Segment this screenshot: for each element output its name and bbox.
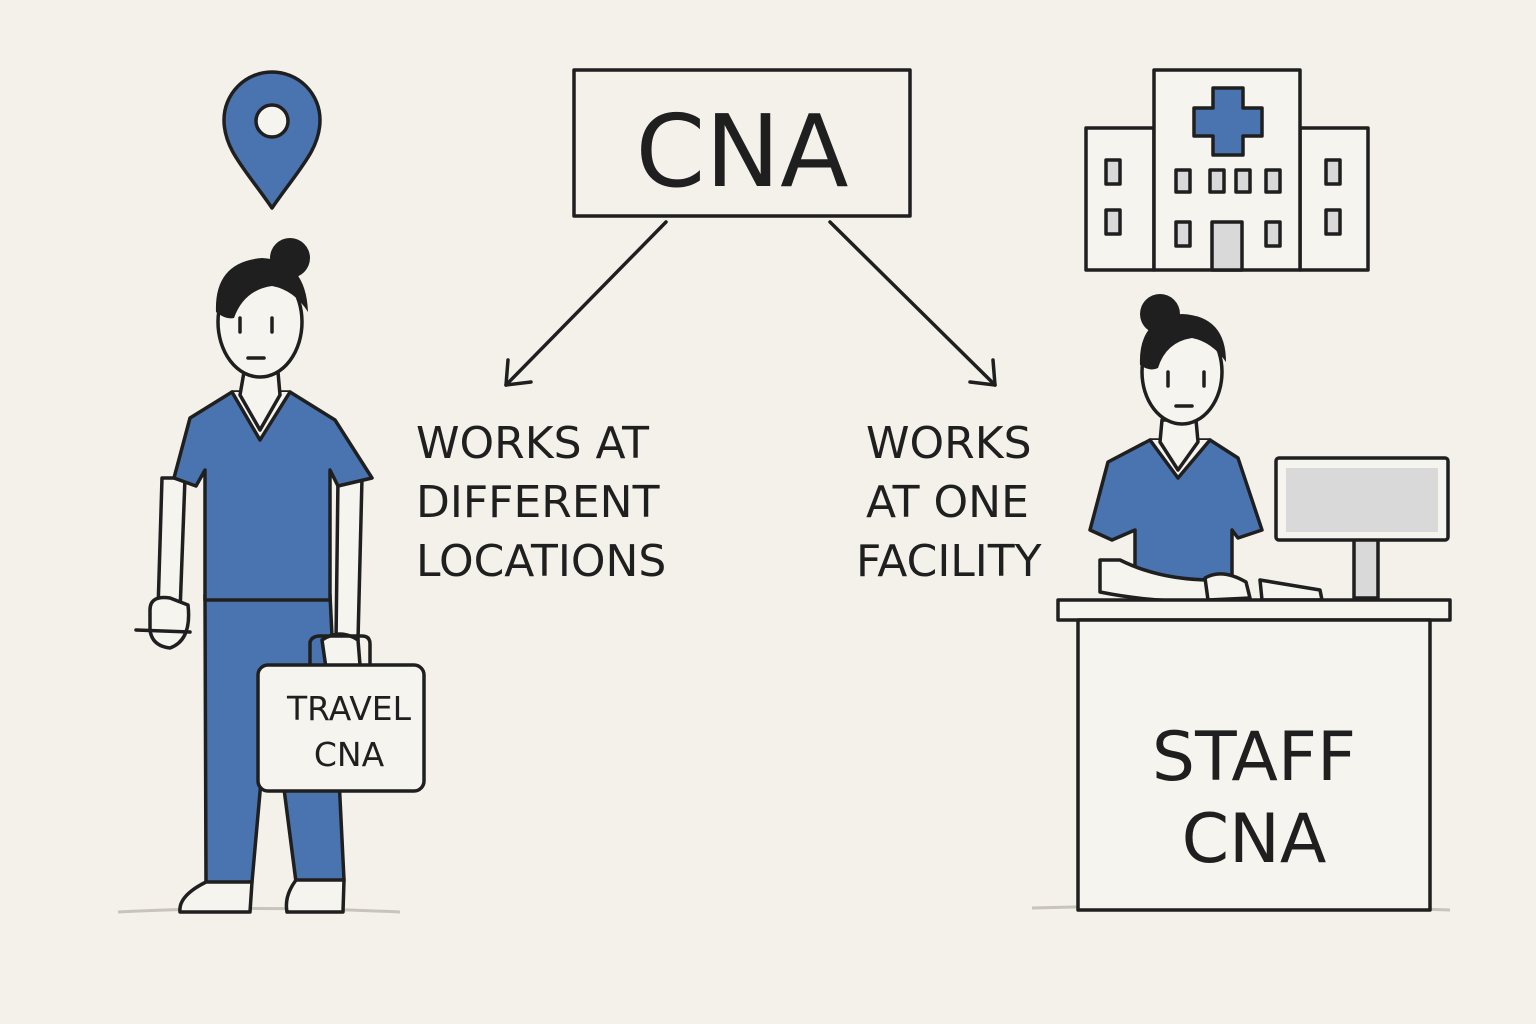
staff-desk: STAFF CNA	[1031, 598, 1452, 912]
hospital-icon	[1084, 68, 1370, 272]
root-node: CNA	[572, 68, 912, 218]
staff-cna-figure	[1088, 294, 1324, 603]
staff-branch-line-3: FACILITY	[856, 536, 1042, 587]
location-pin-icon	[222, 70, 322, 210]
travel-branch-line-2: DIFFERENT	[416, 477, 660, 528]
arrow-to-staff	[828, 220, 997, 387]
computer-monitor-icon	[1274, 456, 1450, 600]
desk-label-line-2: CNA	[1182, 800, 1327, 879]
travel-branch-line-1: WORKS AT	[416, 418, 649, 469]
travel-cna-figure	[117, 238, 401, 914]
travel-branch-line-3: LOCATIONS	[416, 536, 666, 587]
staff-branch-label: WORKS AT ONE FACILITY	[856, 418, 1042, 587]
travel-case: TRAVEL CNA	[256, 634, 426, 793]
desk-label-line-1: STAFF	[1152, 718, 1356, 797]
travel-branch-label: WORKS AT DIFFERENT LOCATIONS	[416, 418, 666, 587]
arrow-to-travel	[504, 220, 668, 387]
root-label: CNA	[635, 93, 848, 210]
staff-branch-line-1: WORKS	[866, 418, 1032, 469]
case-label-line-1: TRAVEL	[286, 689, 412, 728]
staff-branch-line-2: AT ONE	[866, 477, 1029, 528]
case-label-line-2: CNA	[314, 735, 385, 774]
